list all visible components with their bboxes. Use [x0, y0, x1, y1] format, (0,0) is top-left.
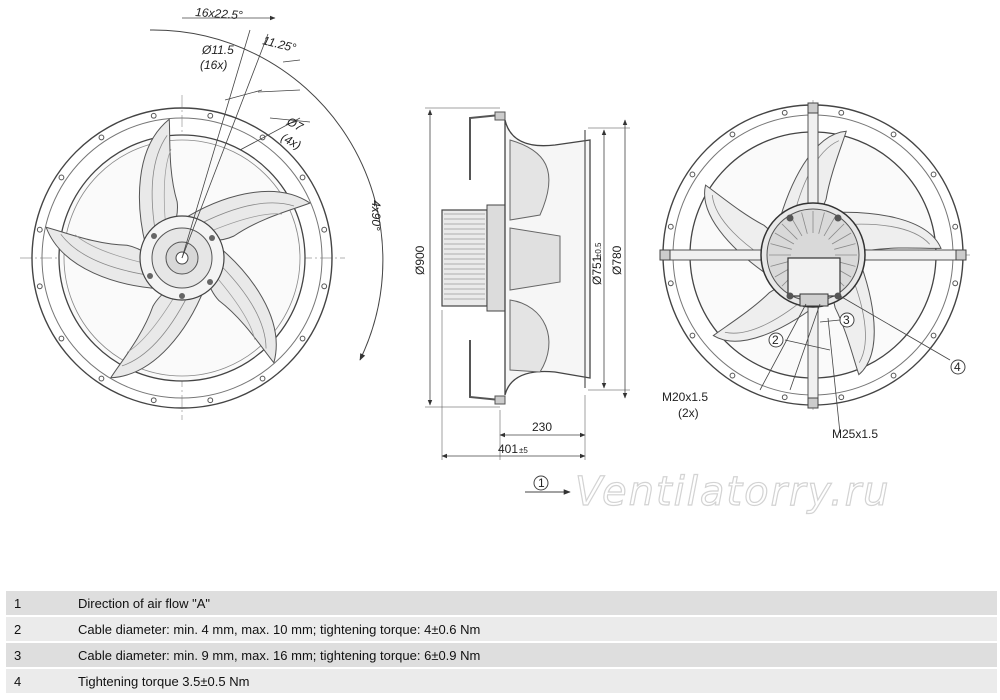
dim-depth-tolerance: ±5 [519, 446, 528, 455]
watermark: Ventilatorry.ru [575, 469, 891, 515]
mounting-hole [838, 109, 845, 116]
technical-drawing: 16x22.5° 11.25° Ø11.5 (16x) Ø7 (4x) 4x90… [20, 5, 970, 516]
mounting-hole [689, 171, 696, 178]
dim-hole-small-count: (16x) [200, 58, 227, 72]
mounting-hole [98, 375, 105, 382]
mounting-hole [729, 131, 736, 138]
legend-row: 3 Cable diameter: min. 9 mm, max. 16 mm;… [6, 642, 997, 669]
mounting-hole [781, 394, 788, 401]
mounting-hole [781, 109, 788, 116]
mounting-hole [58, 174, 65, 181]
mounting-hole [667, 223, 674, 230]
mounting-hole [58, 335, 65, 342]
label-gland-m20: M20x1.5 [662, 390, 708, 404]
legend-number: 2 [6, 616, 72, 643]
mounting-hole [36, 226, 43, 233]
dim-offset-angle: 11.25° [261, 33, 298, 55]
mounting-hole [952, 280, 959, 287]
legend-number: 1 [6, 591, 72, 617]
dim-depth-401: 401 [498, 442, 518, 456]
mounting-hole [838, 394, 845, 401]
mounting-hole [98, 134, 105, 141]
dim-outer-diameter: Ø780 [610, 245, 624, 275]
mounting-hole [207, 397, 214, 404]
mounting-hole [321, 283, 328, 290]
mounting-hole [930, 171, 937, 178]
mounting-hole [890, 131, 897, 138]
dim-ring-diameter: Ø751 [590, 255, 604, 285]
mounting-hole [689, 332, 696, 339]
rear-view-motor [659, 100, 970, 434]
mounting-hole [952, 223, 959, 230]
label-gland-m20-count: (2x) [678, 406, 699, 420]
mounting-hole [150, 112, 157, 119]
dim-hole-small: Ø11.5 [201, 43, 234, 57]
legend-number: 4 [6, 668, 72, 695]
dim-bolt-angle: 16x22.5° [195, 5, 244, 22]
legend-row: 4 Tightening torque 3.5±0.5 Nm [6, 668, 997, 695]
mounting-hole [667, 280, 674, 287]
legend-text: Cable diameter: min. 4 mm, max. 10 mm; t… [72, 616, 997, 643]
legend-row: 1 Direction of air flow "A" [6, 591, 997, 617]
dim-overall-diameter: Ø900 [413, 245, 427, 275]
mounting-hole [207, 112, 214, 119]
side-view [425, 107, 630, 495]
legend-text: Tightening torque 3.5±0.5 Nm [72, 668, 997, 695]
dim-mount-angle: 4x90° [369, 200, 383, 231]
mounting-hole [930, 332, 937, 339]
mounting-hole [299, 335, 306, 342]
legend-text: Cable diameter: min. 9 mm, max. 16 mm; t… [72, 642, 997, 669]
callout-4: 4 [954, 360, 961, 374]
callout-2: 2 [772, 333, 779, 347]
mounting-hole [299, 174, 306, 181]
callout-1: 1 [538, 476, 545, 490]
legend-number: 3 [6, 642, 72, 669]
label-gland-m25: M25x1.5 [832, 427, 878, 441]
dim-ring-tolerance: ±0.5 [594, 242, 603, 258]
legend-table: 1 Direction of air flow "A" 2 Cable diam… [6, 591, 997, 695]
legend-row: 2 Cable diameter: min. 4 mm, max. 10 mm;… [6, 616, 997, 643]
mounting-hole [259, 375, 266, 382]
mounting-hole [729, 372, 736, 379]
mounting-hole [36, 283, 43, 290]
mounting-hole [321, 226, 328, 233]
mounting-hole [150, 397, 157, 404]
mounting-hole [890, 372, 897, 379]
callout-3: 3 [843, 313, 850, 327]
dim-depth-230: 230 [532, 420, 552, 434]
dim-hole-mount-count: (4x) [279, 130, 304, 152]
front-view-intake [20, 15, 384, 420]
legend-text: Direction of air flow "A" [72, 591, 997, 617]
